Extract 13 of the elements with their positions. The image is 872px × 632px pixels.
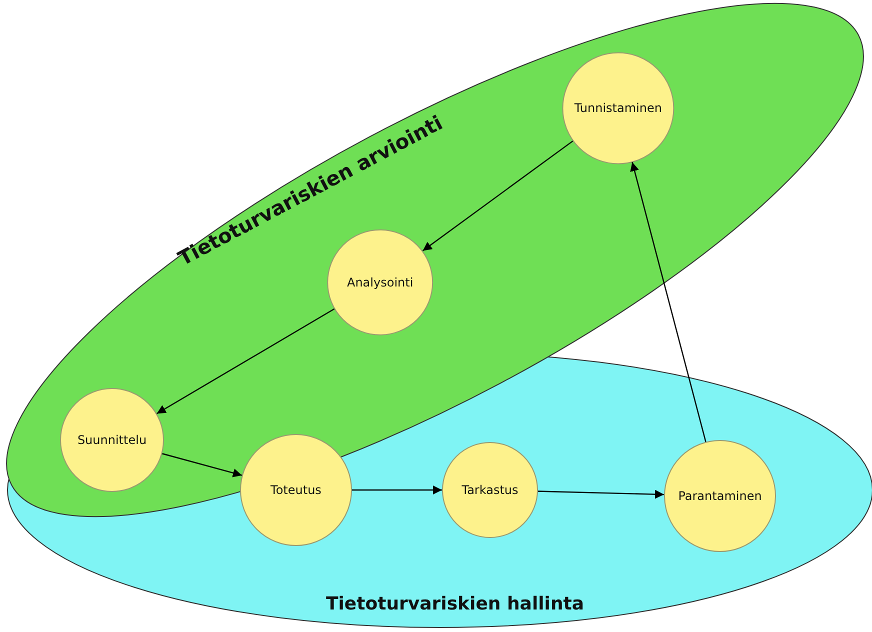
node-label: Suunnittelu xyxy=(77,433,147,447)
arrow xyxy=(422,140,574,252)
node-label: Toteutus xyxy=(270,483,322,497)
node-label: Analysointi xyxy=(346,275,414,289)
region-title: Tietoturvariskien hallinta xyxy=(326,594,584,614)
arrow xyxy=(538,490,664,499)
arrow xyxy=(156,308,335,414)
node-label: Tarkastus xyxy=(462,483,518,497)
arrow xyxy=(630,162,706,442)
node-label: Tunnistaminen xyxy=(574,101,662,115)
arrow xyxy=(162,453,242,478)
arrow xyxy=(352,486,442,494)
node-label: Parantaminen xyxy=(678,489,762,503)
